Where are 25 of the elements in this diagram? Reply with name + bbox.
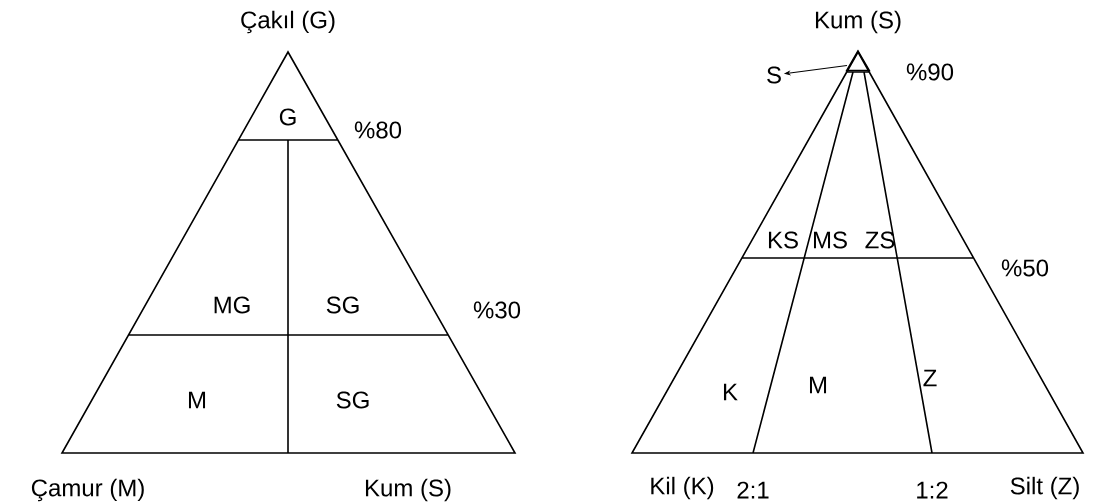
text-label: M	[189, 391, 206, 409]
text-label: SG	[336, 391, 369, 409]
text-label: S	[767, 66, 781, 84]
text-label: %30	[473, 301, 521, 319]
text-label: G	[279, 108, 296, 126]
text-label: Çakıl (G)	[241, 10, 335, 34]
text-label: 1:2	[917, 481, 948, 499]
text-label: Çamur (M)	[31, 478, 144, 502]
text-label: %80	[354, 121, 402, 139]
text-label: %90	[906, 63, 954, 81]
arrow	[784, 64, 848, 75]
text-label: %50	[1001, 259, 1049, 277]
text-label: SG	[326, 296, 359, 314]
text-label: Kum (S)	[366, 478, 451, 502]
text-label: MG	[214, 296, 250, 314]
text-label: 2:1	[737, 481, 769, 499]
text-label: M	[810, 376, 827, 394]
text-label: Silt (Z)	[1010, 476, 1079, 500]
text-label: Kum (S)	[816, 10, 901, 34]
text-label: ZS	[865, 231, 895, 249]
text-label: MS	[814, 231, 847, 249]
text-label: KS	[769, 231, 798, 249]
text-label: Z	[923, 369, 937, 387]
text-label: K	[724, 383, 738, 401]
text-label: Kil (K)	[651, 476, 714, 500]
